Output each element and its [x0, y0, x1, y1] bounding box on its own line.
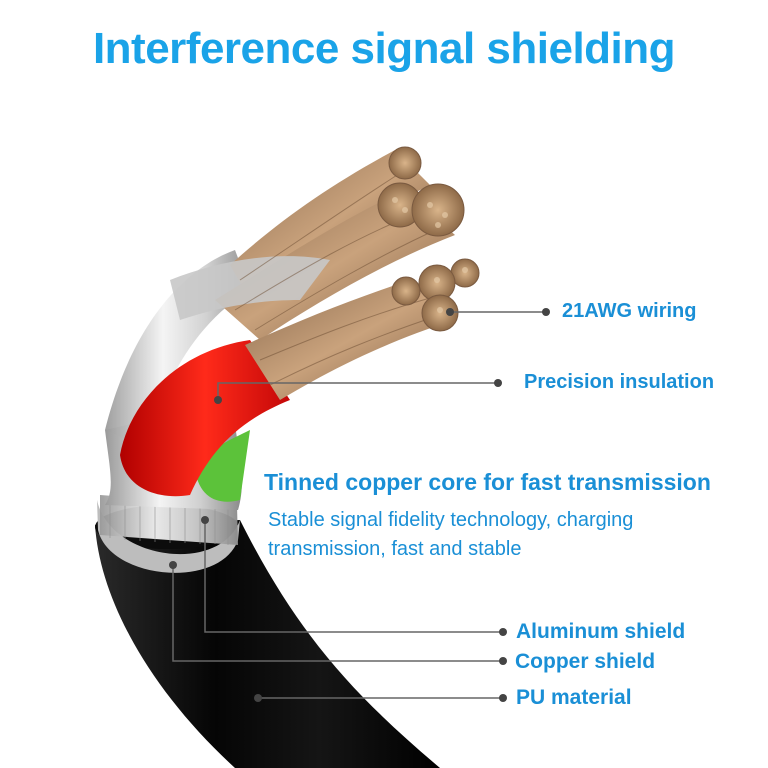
label-tinned-copper-core: Tinned copper core for fast transmission — [264, 469, 711, 495]
label-21awg-wiring: 21AWG wiring — [562, 300, 697, 322]
page-title: Interference signal shielding — [92, 24, 676, 73]
green-wire — [195, 430, 250, 502]
label-aluminum-shield: Aluminum shield — [516, 620, 686, 643]
copper-strands — [170, 150, 455, 400]
core-description-line1: Stable signal fidelity technology, charg… — [268, 509, 634, 531]
label-precision-insulation: Precision insulation — [524, 371, 715, 393]
callout-dots — [169, 308, 550, 702]
red-insulation — [120, 340, 290, 497]
label-pu-material: PU material — [516, 686, 632, 709]
pu-jacket — [95, 520, 440, 768]
core-description-line2: transmission, fast and stable — [268, 538, 522, 560]
callout-lines — [172, 311, 546, 699]
label-copper-shield: Copper shield — [515, 650, 656, 673]
